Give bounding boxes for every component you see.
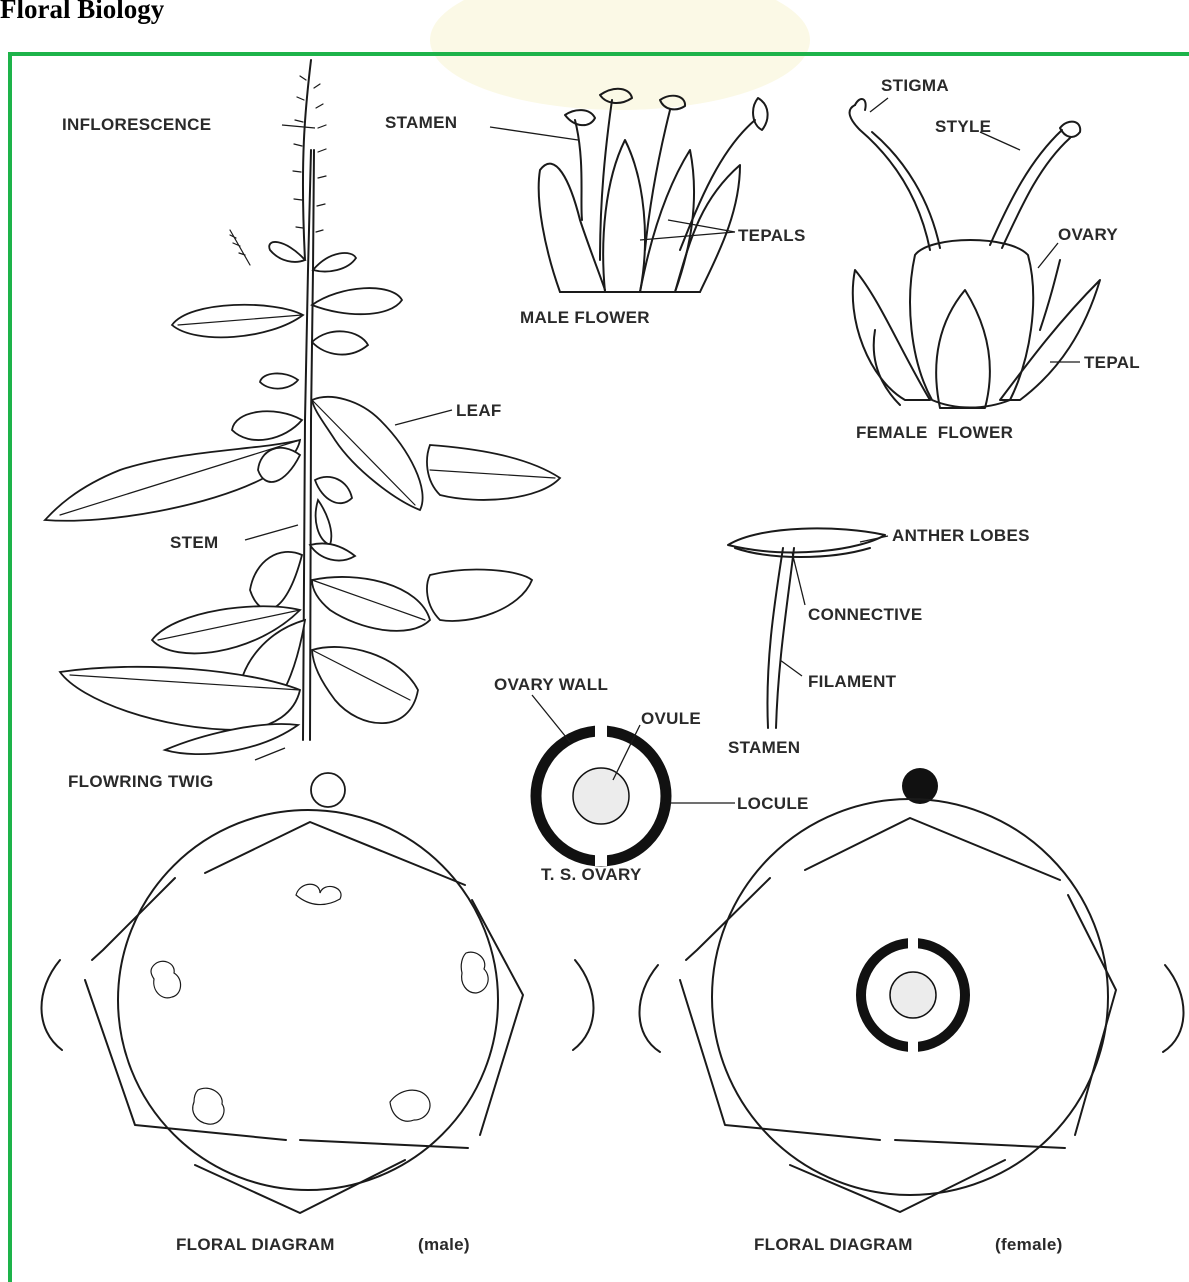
label-leaf: LEAF (456, 401, 502, 420)
leaf (312, 331, 368, 354)
label-filament: FILAMENT (808, 672, 897, 691)
label-floral-diagram-male: FLORAL DIAGRAM (176, 1235, 335, 1254)
label-male-tag: (male) (418, 1235, 470, 1254)
label-ovule: OVULE (641, 709, 701, 728)
leaf (312, 288, 402, 314)
leaf (172, 305, 303, 338)
leaf (232, 411, 302, 440)
label-stamen: STAMEN (728, 738, 800, 757)
label-flowering-twig: FLOWRING TWIG (68, 772, 214, 791)
label-stamen-male: STAMEN (385, 113, 457, 132)
leaf (312, 577, 430, 631)
female-flower-drawing (850, 98, 1100, 408)
label-style: STYLE (935, 117, 991, 136)
leaf (269, 242, 305, 262)
label-female-tag: (female) (995, 1235, 1063, 1254)
label-male-flower: MALE FLOWER (520, 308, 650, 327)
male-flower-drawing (490, 89, 768, 292)
leaf (310, 543, 355, 560)
label-ts-ovary: T. S. OVARY (541, 865, 642, 884)
leaf (427, 570, 532, 621)
label-locule: LOCULE (737, 794, 809, 813)
floral-diagram-male-drawing (41, 810, 593, 1213)
label-tepal: TEPAL (1084, 353, 1140, 372)
label-ovary: OVARY (1058, 225, 1118, 244)
label-ovary-wall: OVARY WALL (494, 675, 608, 694)
label-inflorescence: INFLORESCENCE (62, 115, 211, 134)
stamen-detail-drawing (728, 528, 888, 728)
leaf (250, 552, 302, 609)
leaf (316, 500, 332, 545)
label-tepals: TEPALS (738, 226, 806, 245)
leaf (313, 253, 356, 271)
label-stigma: STIGMA (881, 76, 949, 95)
label-connective: CONNECTIVE (808, 605, 922, 624)
label-anther-lobes: ANTHER LOBES (892, 526, 1030, 545)
leaf (315, 477, 352, 503)
axis-circle-open (311, 773, 345, 807)
label-female-flower: FEMALE FLOWER (856, 423, 1013, 442)
label-floral-diagram-female: FLORAL DIAGRAM (754, 1235, 913, 1254)
floral-diagram-female-drawing (639, 799, 1183, 1212)
label-stem: STEM (170, 533, 218, 552)
ts-ovary-drawing (532, 695, 735, 866)
leaf (427, 445, 560, 500)
leaf (260, 373, 298, 388)
